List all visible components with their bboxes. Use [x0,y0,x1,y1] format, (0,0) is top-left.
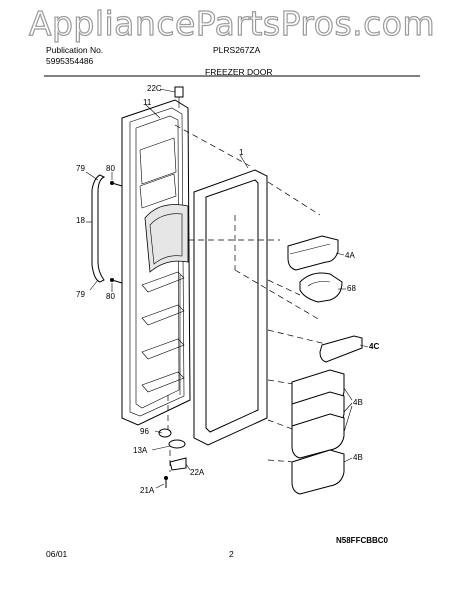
callout-1: 1 [239,148,244,157]
callout-22a: 22A [190,468,205,477]
callout-68: 68 [347,284,356,293]
door-gasket [193,169,268,446]
callout-18: 18 [76,216,85,225]
door-bin-4b-upper [291,369,345,459]
callout-4b-lower: 4B [353,453,363,462]
callout-79-bottom: 79 [76,290,85,299]
door-liner [121,99,191,426]
door-bin-4b-lower [291,449,345,495]
callout-4c: 4C [369,342,380,351]
alignment-lines [167,124,331,472]
door-bin-4a [287,235,339,271]
callout-96: 96 [140,427,149,436]
callout-13a: 13A [133,446,148,455]
model-number: PLRS267ZA [213,45,261,55]
handle-screws [110,181,123,284]
footer-page: 2 [229,549,234,559]
section-title: FREEZER DOOR [205,67,273,77]
callout-4a: 4A [345,251,355,260]
bottom-hinge-parts [158,428,187,488]
callout-22c: 22C [147,84,162,93]
door-handle [91,174,106,283]
door-bin-4c [319,335,363,363]
callout-79-top: 79 [76,164,85,173]
diagram-code: N58FFCBBC0 [336,536,389,545]
callout-80-top: 80 [106,164,115,173]
leader-lines [85,88,369,489]
publication-number: 5995354486 [46,56,94,66]
callout-80-bottom: 80 [106,292,115,301]
ice-tray-68 [299,272,343,303]
callout-4b-upper: 4B [353,398,363,407]
watermark: AppliancePartsPros.com [28,3,436,43]
publication-label: Publication No. [46,45,104,55]
callout-11: 11 [143,98,152,107]
footer-date: 06/01 [46,549,68,559]
callout-21a: 21A [140,486,155,495]
